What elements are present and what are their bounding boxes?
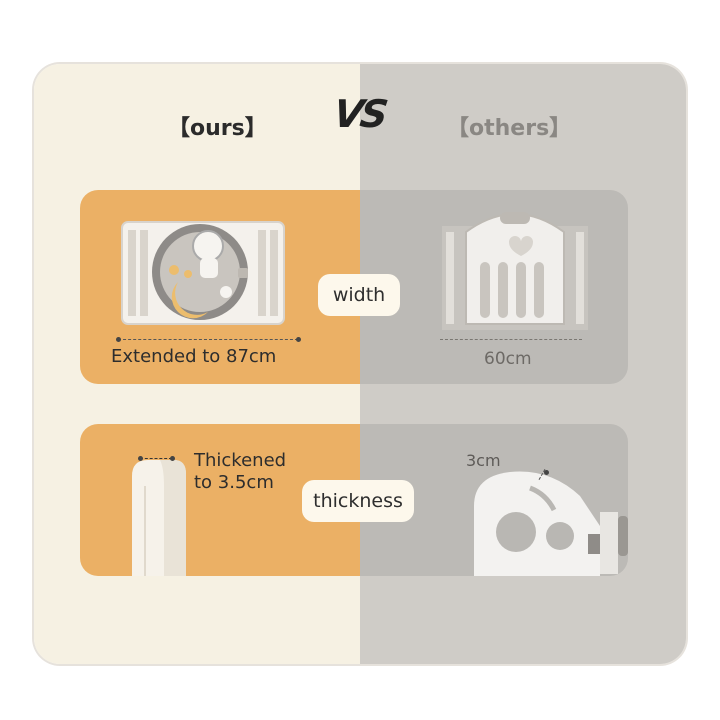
- dimension-end-dot: [296, 337, 301, 342]
- dimension-end-dot: [544, 470, 549, 475]
- ours-heading: 【ours】: [168, 116, 267, 141]
- ours-thickness-caption-line2: to 3.5cm: [194, 472, 274, 493]
- thickness-label-pill: thickness: [302, 480, 414, 522]
- width-label-pill: width: [318, 274, 400, 316]
- vs-label: VS: [330, 92, 388, 136]
- others-width-dimension-line: [440, 339, 582, 340]
- others-thin-gate-image: [474, 471, 628, 576]
- dimension-end-dot: [116, 337, 121, 342]
- others-thickness-caption: 3cm: [466, 451, 501, 470]
- ours-thickness-caption: Thickened to 3.5cm: [194, 450, 286, 494]
- ours-width-dimension-line: [118, 339, 298, 340]
- ours-fence-panel-image: [121, 221, 285, 325]
- others-fence-gate-image: [442, 212, 588, 330]
- dimension-end-dot: [138, 456, 143, 461]
- ours-thickness-dimension-line: [140, 458, 172, 459]
- ours-width-caption: Extended to 87cm: [111, 346, 277, 367]
- ours-thick-post-image: [132, 460, 186, 576]
- others-heading: 【others】: [447, 116, 572, 141]
- ours-thickness-caption-line1: Thickened: [194, 450, 287, 471]
- dimension-end-dot: [170, 456, 175, 461]
- others-width-caption: 60cm: [484, 349, 532, 369]
